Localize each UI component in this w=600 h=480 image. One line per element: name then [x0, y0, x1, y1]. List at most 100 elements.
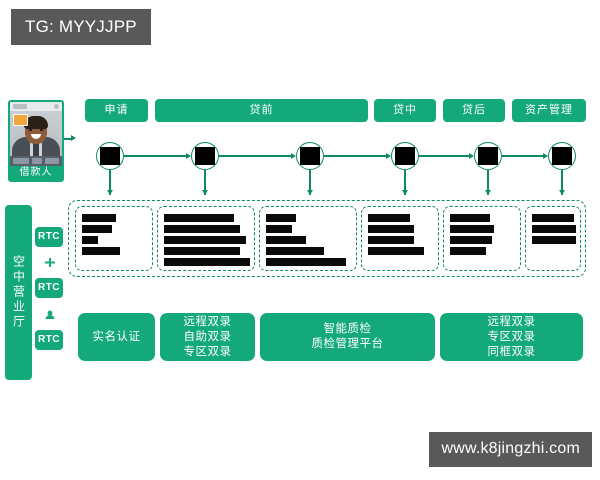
rtc-badge-1: RTC — [35, 227, 63, 247]
video-control-bar[interactable] — [10, 156, 62, 166]
detail-cell-0[interactable] — [75, 206, 153, 271]
stage-tab-label: 贷后 — [462, 104, 486, 116]
stage-tab-4[interactable]: 资产管理 — [512, 99, 586, 122]
redacted-node-text — [100, 147, 120, 165]
flow-node-2[interactable] — [296, 142, 324, 170]
picture-in-picture-thumbnail — [13, 114, 28, 126]
borrower-photo — [10, 111, 62, 159]
redacted-text-line — [82, 225, 112, 233]
flow-connector-2 — [324, 155, 386, 157]
flow-down-arrow-icon-0 — [106, 190, 113, 195]
flow-down-arrow-icon-4 — [484, 190, 491, 195]
stage-tab-2[interactable]: 贷中 — [374, 99, 436, 122]
capability-box-3[interactable]: 远程双录 专区双录 同框双录 — [440, 313, 583, 361]
flow-down-line-4 — [487, 170, 489, 195]
flow-arrow-icon-0 — [186, 152, 191, 159]
redacted-node-text — [552, 147, 572, 165]
flow-arrow-icon-2 — [386, 152, 391, 159]
plus-icon — [45, 254, 55, 267]
user-icon — [45, 306, 55, 319]
flow-arrow-icon-4 — [543, 152, 548, 159]
capability-box-1[interactable]: 远程双录 自助双录 专区双录 — [160, 313, 255, 361]
detail-cell-5[interactable] — [525, 206, 581, 271]
borrower-video-card: 借款人 — [8, 100, 64, 182]
redacted-text-line — [532, 214, 574, 222]
flow-arrow-icon-1 — [291, 152, 296, 159]
flow-down-arrow-icon-2 — [306, 190, 313, 195]
flow-node-5[interactable] — [548, 142, 576, 170]
flow-down-line-5 — [561, 170, 563, 195]
redacted-text-line — [82, 214, 116, 222]
borrower-smile — [31, 134, 41, 139]
capability-box-0[interactable]: 实名认证 — [78, 313, 155, 361]
redacted-node-text — [195, 147, 215, 165]
flow-connector-0 — [124, 155, 186, 157]
borrower-eye-right — [40, 129, 43, 131]
redacted-text-line — [164, 236, 246, 244]
borrower-tie — [33, 143, 39, 159]
rtc-badge-3: RTC — [35, 330, 63, 350]
redacted-node-text — [478, 147, 498, 165]
redacted-text-line — [82, 247, 120, 255]
redacted-text-line — [450, 225, 494, 233]
borrower-suit-left — [12, 137, 30, 159]
redacted-text-line — [532, 225, 576, 233]
flow-down-line-3 — [404, 170, 406, 195]
detail-panel-container — [68, 200, 586, 277]
flow-down-line-0 — [109, 170, 111, 195]
redacted-text-line — [450, 214, 490, 222]
flow-node-3[interactable] — [391, 142, 419, 170]
redacted-text-line — [368, 236, 414, 244]
flow-arrow-icon-3 — [469, 152, 474, 159]
redacted-node-text — [395, 147, 415, 165]
detail-cell-3[interactable] — [361, 206, 439, 271]
capability-label: 智能质检 质检管理平台 — [311, 323, 384, 350]
borrower-eye-left — [29, 129, 32, 131]
flow-connector-1 — [219, 155, 291, 157]
redacted-text-line — [164, 247, 240, 255]
hall-bar-label: 空中营业厅 — [11, 255, 26, 330]
detail-cell-1[interactable] — [157, 206, 255, 271]
rtc-badge-2: RTC — [35, 278, 63, 298]
stage-tab-3[interactable]: 贷后 — [443, 99, 505, 122]
architecture-diagram: 借款人 空中营业厅 RTC RTC RTC 申请 贷前 贷中 贷后 资产管理 实… — [0, 88, 600, 398]
redacted-text-line — [450, 247, 486, 255]
capability-label: 远程双录 专区双录 同框双录 — [487, 315, 536, 358]
stage-tab-label: 贷中 — [393, 104, 417, 116]
flow-down-arrow-icon-1 — [201, 190, 208, 195]
redacted-text-line — [450, 236, 492, 244]
redacted-text-line — [164, 258, 250, 266]
flow-down-line-2 — [309, 170, 311, 195]
card-connector-arrow-icon — [71, 134, 76, 141]
flow-connector-3 — [419, 155, 469, 157]
borrower-suit-right — [42, 137, 60, 159]
redacted-text-line — [164, 225, 240, 233]
redacted-text-line — [82, 236, 98, 244]
redacted-text-line — [368, 247, 424, 255]
watermark-bottom-right: www.k8jingzhi.com — [429, 432, 592, 467]
stage-tab-0[interactable]: 申请 — [85, 99, 148, 122]
flow-node-4[interactable] — [474, 142, 502, 170]
flow-down-line-1 — [204, 170, 206, 195]
redacted-text-line — [266, 236, 306, 244]
flow-down-arrow-icon-5 — [558, 190, 565, 195]
stage-tab-label: 资产管理 — [525, 104, 573, 116]
redacted-text-line — [266, 225, 292, 233]
flow-node-0[interactable] — [96, 142, 124, 170]
capability-box-2[interactable]: 智能质检 质检管理平台 — [260, 313, 435, 361]
redacted-text-line — [368, 214, 410, 222]
flow-node-1[interactable] — [191, 142, 219, 170]
capability-label: 实名认证 — [92, 330, 141, 343]
detail-cell-4[interactable] — [443, 206, 521, 271]
redacted-text-line — [266, 258, 346, 266]
stage-tab-1[interactable]: 贷前 — [155, 99, 368, 122]
hall-bar: 空中营业厅 — [5, 205, 32, 380]
redacted-text-line — [266, 214, 296, 222]
card-connector-line — [64, 138, 72, 140]
stage-tab-label: 贷前 — [249, 104, 274, 116]
watermark-top-left: TG: MYYJJPP — [11, 9, 151, 45]
stage-tab-label: 申请 — [104, 104, 129, 116]
redacted-text-line — [266, 247, 324, 255]
detail-cell-2[interactable] — [259, 206, 357, 271]
flow-down-arrow-icon-3 — [401, 190, 408, 195]
